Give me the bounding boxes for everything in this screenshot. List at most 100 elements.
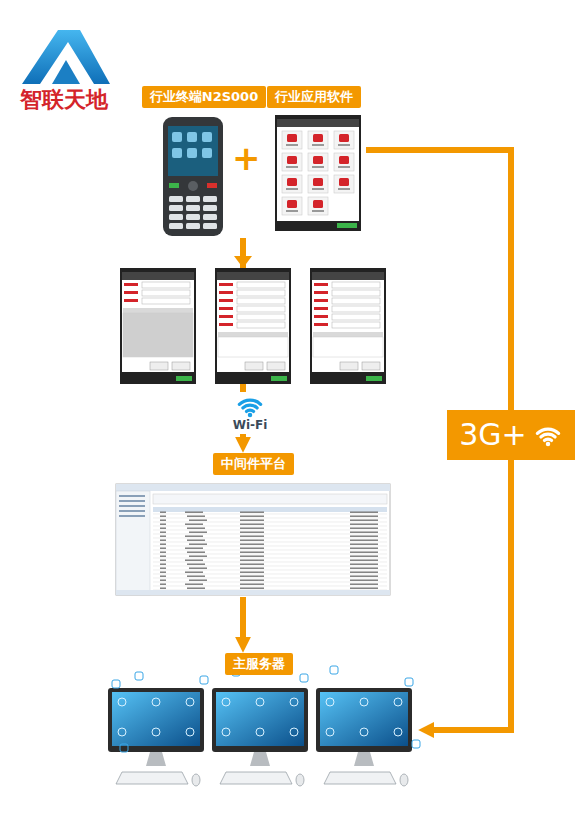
table-row bbox=[153, 514, 387, 515]
monitor-stand bbox=[146, 752, 166, 766]
form-label bbox=[219, 283, 233, 286]
table-row bbox=[153, 518, 387, 519]
table-cell bbox=[160, 552, 166, 553]
terminal-screen bbox=[168, 126, 218, 176]
screen-icon bbox=[360, 698, 368, 706]
wifi-icon bbox=[533, 423, 563, 447]
table-row bbox=[153, 566, 387, 567]
screen-icon bbox=[360, 728, 368, 736]
app-icon bbox=[282, 153, 302, 171]
terminal-key bbox=[186, 214, 200, 220]
table-body bbox=[218, 337, 288, 357]
table-cell bbox=[240, 588, 264, 589]
terminal-key bbox=[169, 214, 183, 220]
wifi-arc bbox=[243, 405, 257, 408]
wifi-arc bbox=[541, 434, 555, 437]
app-icon bbox=[282, 131, 302, 149]
computer bbox=[108, 688, 204, 786]
mouse bbox=[400, 774, 408, 786]
table-head bbox=[218, 332, 288, 337]
table-cell bbox=[240, 512, 264, 513]
screen-status bbox=[271, 376, 287, 381]
table-cell bbox=[350, 524, 378, 525]
terminal-icon bbox=[187, 148, 197, 158]
table-row bbox=[153, 586, 387, 587]
terminal-key bbox=[186, 223, 200, 229]
table-cell bbox=[185, 560, 203, 561]
screen-icon bbox=[186, 728, 194, 736]
screen-status bbox=[366, 376, 382, 381]
table-cell bbox=[240, 556, 264, 557]
app-icon-caption bbox=[338, 188, 350, 190]
table-cell bbox=[185, 524, 203, 525]
form-input bbox=[237, 314, 285, 320]
screen-icon bbox=[326, 698, 334, 706]
screen-frame bbox=[215, 268, 291, 384]
table-cell bbox=[187, 576, 205, 577]
table-cell bbox=[240, 536, 264, 537]
table-cell bbox=[350, 528, 378, 529]
app-icon-caption bbox=[338, 166, 350, 168]
form-label bbox=[219, 299, 233, 302]
stage-header: 主服务器 bbox=[225, 653, 293, 675]
table-head bbox=[123, 308, 193, 313]
flow-connector bbox=[431, 460, 511, 730]
brand-name: 智联天地 bbox=[20, 88, 108, 112]
scan-screen bbox=[215, 268, 291, 384]
table-cell bbox=[187, 516, 205, 517]
app-icon-caption bbox=[286, 144, 298, 146]
platform-footer bbox=[116, 590, 390, 595]
table-cell bbox=[350, 572, 378, 573]
table-cell bbox=[185, 584, 203, 585]
monitor-bezel bbox=[212, 688, 308, 752]
app-icon bbox=[308, 131, 328, 149]
form-input bbox=[237, 282, 285, 288]
app-icon-caption bbox=[338, 144, 350, 146]
terminal-key bbox=[203, 205, 217, 211]
app-icon-caption bbox=[286, 166, 298, 168]
app-status bbox=[337, 223, 357, 228]
platform-frame bbox=[116, 484, 390, 595]
screen-icon bbox=[222, 698, 230, 706]
form-input bbox=[237, 290, 285, 296]
stage-panel: 行业应用软件 bbox=[262, 86, 366, 234]
app-icon-mark bbox=[287, 178, 297, 186]
table-cell bbox=[189, 568, 207, 569]
screen-button bbox=[150, 362, 168, 370]
wifi-label: Wi-Fi bbox=[222, 418, 278, 432]
table-cell bbox=[189, 580, 207, 581]
table-row bbox=[153, 570, 387, 571]
keyboard bbox=[220, 772, 292, 784]
plus-sign: + bbox=[232, 140, 261, 177]
app-icon-caption bbox=[312, 188, 324, 190]
form-input bbox=[332, 282, 380, 288]
handheld-terminal bbox=[163, 117, 223, 236]
table-cell bbox=[160, 588, 166, 589]
table-row bbox=[153, 538, 387, 539]
terminal-key bbox=[169, 205, 183, 211]
app-icon-caption bbox=[312, 166, 324, 168]
app-icon-mark bbox=[313, 134, 323, 142]
floating-icon bbox=[112, 680, 120, 688]
table-cell bbox=[185, 572, 203, 573]
table-cell bbox=[240, 516, 264, 517]
app-icon-caption bbox=[312, 210, 324, 212]
form-label bbox=[314, 291, 328, 294]
form-label bbox=[314, 315, 328, 318]
table-cell bbox=[160, 564, 166, 565]
monitor-stand bbox=[354, 752, 374, 766]
sidebar-item bbox=[119, 515, 145, 517]
monitor-bezel bbox=[108, 688, 204, 752]
mouse bbox=[192, 774, 200, 786]
form-label bbox=[124, 283, 138, 286]
table-cell bbox=[240, 584, 264, 585]
table-cell bbox=[240, 568, 264, 569]
app-icon bbox=[334, 175, 354, 193]
screen-icon bbox=[186, 698, 194, 706]
keyboard bbox=[324, 772, 396, 784]
table-row bbox=[153, 554, 387, 555]
table-cell bbox=[160, 584, 166, 585]
screen-button bbox=[362, 362, 380, 370]
screen-button bbox=[172, 362, 190, 370]
form-input bbox=[142, 282, 190, 288]
